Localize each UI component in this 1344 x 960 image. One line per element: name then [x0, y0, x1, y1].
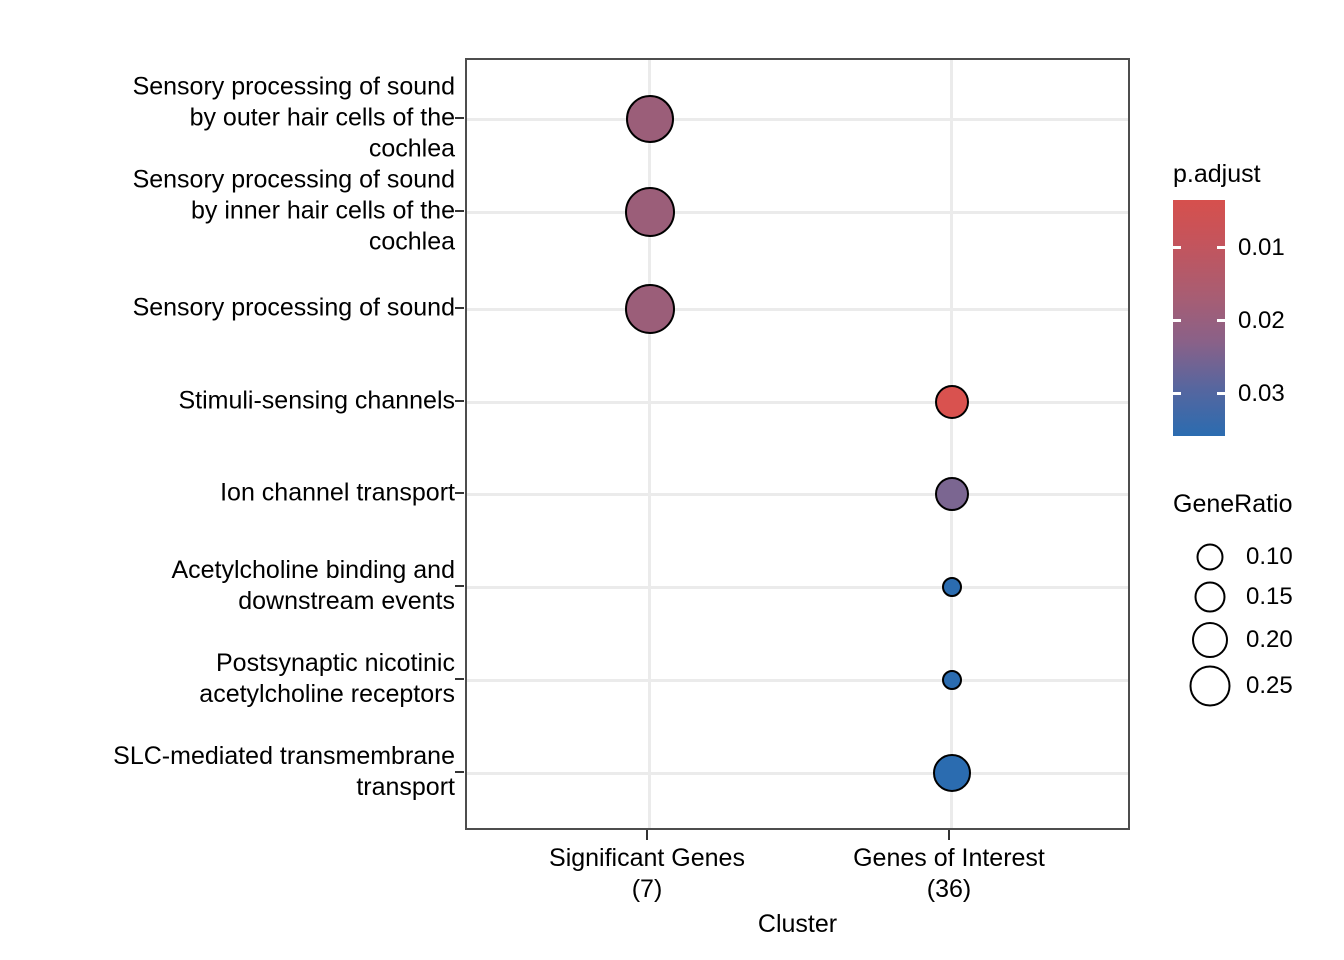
x-axis-title: Cluster — [757, 910, 838, 938]
y-axis-tick — [455, 585, 464, 587]
gridline-horizontal — [467, 308, 1128, 311]
data-point[interactable] — [935, 477, 969, 511]
y-axis-tick — [455, 210, 464, 212]
size-legend-label: 0.10 — [1246, 543, 1293, 570]
size-legend-circle — [1189, 665, 1231, 707]
legend-color-title: p.adjust — [1173, 160, 1261, 188]
y-axis-label-group: Sensory processing of sound by outer hai… — [0, 58, 455, 830]
data-point[interactable] — [626, 95, 674, 143]
data-point[interactable] — [935, 385, 969, 419]
y-axis-label: Sensory processing of sound — [132, 293, 455, 322]
colorbar-tick — [1173, 392, 1181, 395]
gridline-horizontal — [467, 493, 1128, 496]
size-legend-circle — [1194, 581, 1226, 613]
size-legend-circle — [1196, 543, 1224, 571]
x-axis-tick — [948, 830, 950, 840]
gridline-horizontal — [467, 586, 1128, 589]
colorbar-tick — [1173, 246, 1181, 249]
data-point[interactable] — [625, 187, 675, 237]
x-axis-tick — [646, 830, 648, 840]
size-legend-label: 0.15 — [1246, 583, 1293, 610]
y-axis-tick — [455, 678, 464, 680]
gridline-horizontal — [467, 772, 1128, 775]
y-axis-tick — [455, 400, 464, 402]
size-legend-label: 0.25 — [1246, 672, 1293, 699]
colorbar-tick — [1217, 392, 1225, 395]
y-axis-label: Postsynaptic nicotinic acetylcholine rec… — [199, 649, 455, 708]
color-scale-bar — [1173, 200, 1225, 436]
y-axis-label: Stimuli-sensing channels — [178, 386, 455, 415]
data-point[interactable] — [933, 754, 971, 792]
x-axis-label: Genes of Interest (36) — [853, 844, 1045, 903]
legend-size-title: GeneRatio — [1173, 490, 1293, 518]
gridline-horizontal — [467, 211, 1128, 214]
y-axis-label: Acetylcholine binding and downstream eve… — [171, 556, 455, 615]
y-axis-tick — [455, 771, 464, 773]
colorbar-tick — [1173, 319, 1181, 322]
gridline-horizontal — [467, 679, 1128, 682]
data-point[interactable] — [942, 670, 962, 690]
gridline-vertical — [648, 60, 651, 828]
colorbar-label: 0.01 — [1238, 234, 1285, 261]
colorbar-tick — [1217, 246, 1225, 249]
y-axis-label: Sensory processing of sound by outer hai… — [132, 72, 455, 163]
colorbar-label: 0.03 — [1238, 380, 1285, 407]
y-axis-tick — [455, 307, 464, 309]
size-legend-label: 0.20 — [1246, 626, 1293, 653]
colorbar-label: 0.02 — [1238, 307, 1285, 334]
data-point[interactable] — [942, 577, 962, 597]
gridline-horizontal — [467, 118, 1128, 121]
y-axis-label: Sensory processing of sound by inner hai… — [132, 165, 455, 256]
size-legend-circle — [1192, 622, 1228, 658]
y-axis-label: SLC-mediated transmembrane transport — [113, 742, 455, 801]
gridline-horizontal — [467, 401, 1128, 404]
colorbar-tick — [1217, 319, 1225, 322]
data-point[interactable] — [625, 284, 675, 334]
plot-panel — [465, 58, 1130, 830]
y-axis-label: Ion channel transport — [220, 478, 455, 507]
gridline-vertical — [950, 60, 953, 828]
y-axis-tick — [455, 492, 464, 494]
y-axis-tick — [455, 117, 464, 119]
x-axis-label: Significant Genes (7) — [549, 844, 745, 903]
